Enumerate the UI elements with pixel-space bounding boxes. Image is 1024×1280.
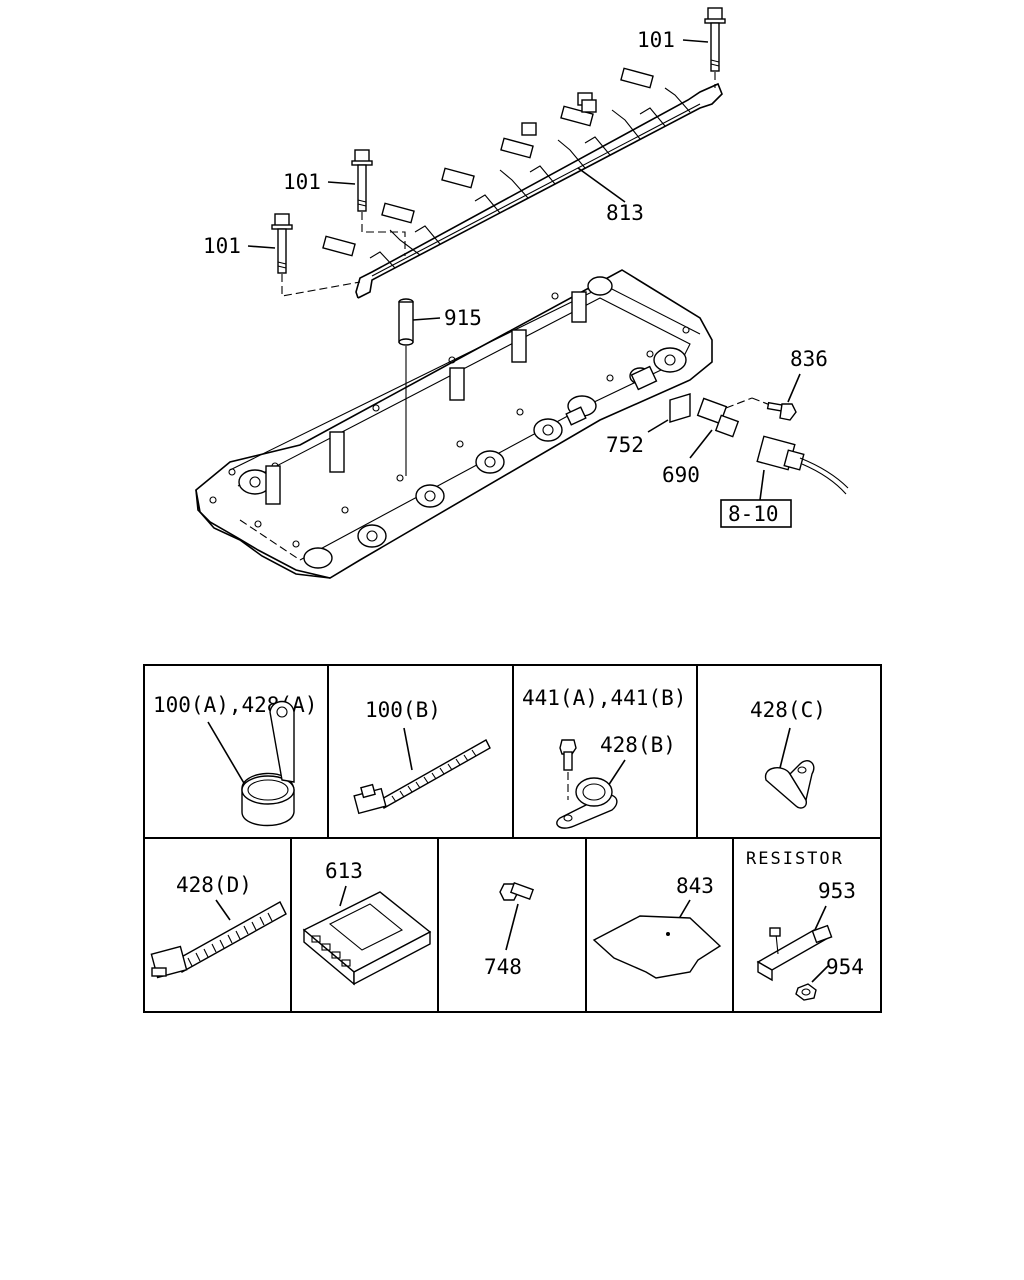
cylinder-head-frame-icon: [195, 269, 713, 579]
clip-428c-icon: [764, 760, 815, 809]
ecm-613-icon: [302, 891, 432, 986]
cable-tie-icon: [353, 739, 491, 815]
bolt-101-mid-icon: [351, 149, 406, 256]
parts-table-grid: [143, 664, 882, 1013]
bolt-101-left-icon: [271, 213, 361, 297]
callout-101-mid: 101: [283, 170, 321, 194]
ref-8-10: 8-10: [728, 502, 779, 526]
spacer-915-icon: [398, 298, 414, 476]
sensor-690-icon: [696, 397, 779, 438]
callout-752: 752: [606, 433, 644, 457]
cell-843-label: 843: [676, 874, 714, 898]
injector-harness-icon: [322, 67, 723, 299]
cell-428c-label: 428(C): [750, 698, 826, 722]
bolt-101-top-icon: [704, 7, 726, 88]
callout-101-top: 101: [637, 28, 675, 52]
nut-954-icon: [795, 983, 817, 1001]
bolt-441-icon: [559, 739, 577, 800]
cell-954-label: 954: [826, 955, 864, 979]
cell-428b-label: 428(B): [600, 733, 676, 757]
cell-953-label: 953: [818, 879, 856, 903]
callout-101-left: 101: [203, 234, 241, 258]
connector-icon: [756, 435, 849, 495]
cell-100b-label: 100(B): [365, 698, 441, 722]
callout-915: 915: [444, 306, 482, 330]
cell-748-label: 748: [484, 955, 522, 979]
gasket-843-icon: [592, 915, 722, 979]
cell-441-label: 441(A),441(B): [522, 686, 686, 710]
clamp-band-icon: [241, 700, 295, 827]
bolt-748-icon: [499, 881, 535, 901]
callout-690: 690: [662, 463, 700, 487]
gasket-752-icon: [669, 393, 691, 423]
ref-box-8-10[interactable]: [720, 499, 792, 528]
resistor-953-icon: [756, 924, 833, 982]
cell-613-label: 613: [325, 859, 363, 883]
callout-813: 813: [606, 201, 644, 225]
bolt-836-icon: [766, 401, 797, 421]
clip-428b-icon: [556, 777, 618, 829]
cable-tie-d-icon: [150, 901, 287, 979]
callout-836: 836: [790, 347, 828, 371]
resistor-title: RESISTOR: [746, 849, 844, 869]
cell-428d-label: 428(D): [176, 873, 252, 897]
